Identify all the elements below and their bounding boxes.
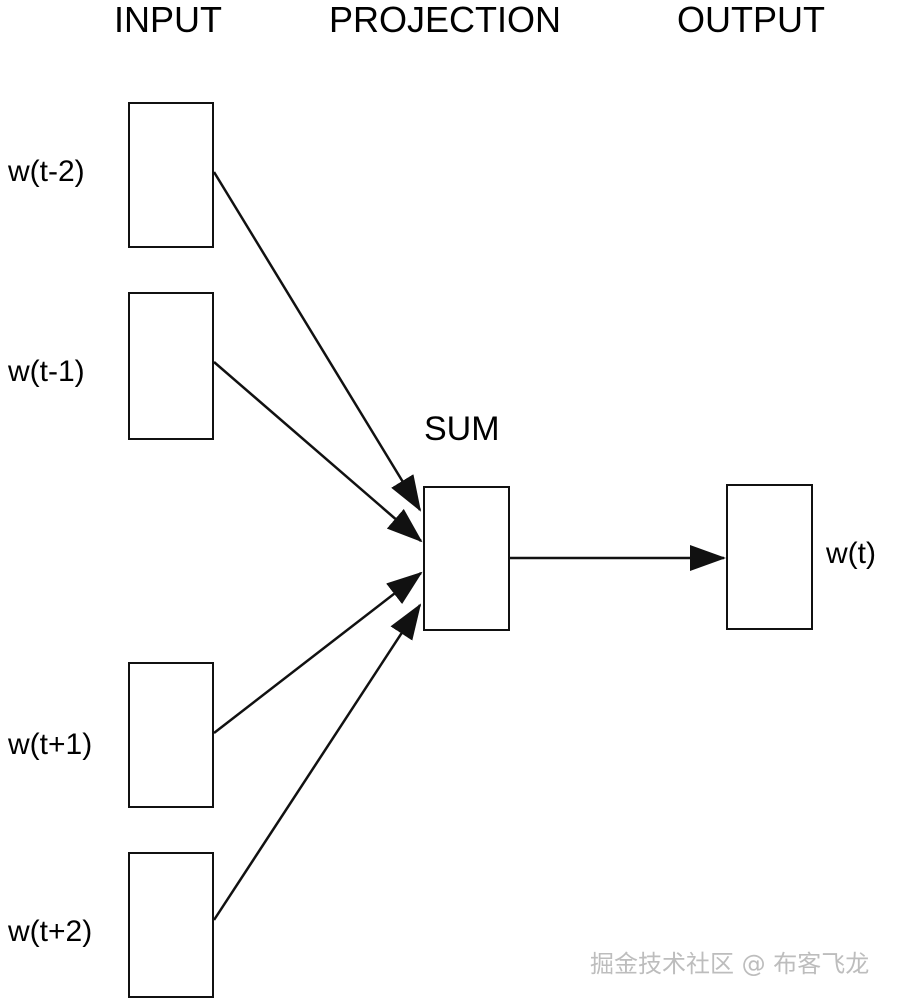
projection-column-header: PROJECTION — [329, 0, 562, 40]
input-box-t-plus-2 — [128, 852, 214, 998]
output-column-header: OUTPUT — [677, 0, 825, 40]
input-label-t-minus-2: w(t-2) — [8, 155, 85, 188]
input-column-header: INPUT — [114, 0, 222, 40]
arrow-t-minus-2-to-sum — [212, 171, 422, 512]
arrow-t-plus-1-to-sum — [213, 571, 423, 734]
arrow-t-minus-1-to-sum — [213, 361, 423, 543]
arrow-t-plus-2-to-sum — [212, 603, 422, 921]
output-label: w(t) — [826, 537, 876, 570]
output-box — [726, 484, 813, 630]
input-box-t-plus-1 — [128, 662, 214, 808]
projection-sum-box — [423, 486, 510, 631]
input-label-t-minus-1: w(t-1) — [8, 355, 85, 388]
input-box-t-minus-1 — [128, 292, 214, 440]
input-label-t-plus-2: w(t+2) — [8, 915, 93, 948]
watermark: 掘金技术社区 @ 布客飞龙 — [590, 950, 870, 978]
projection-sum-label: SUM — [424, 410, 500, 448]
input-box-t-minus-2 — [128, 102, 214, 248]
input-label-t-plus-1: w(t+1) — [8, 728, 93, 761]
